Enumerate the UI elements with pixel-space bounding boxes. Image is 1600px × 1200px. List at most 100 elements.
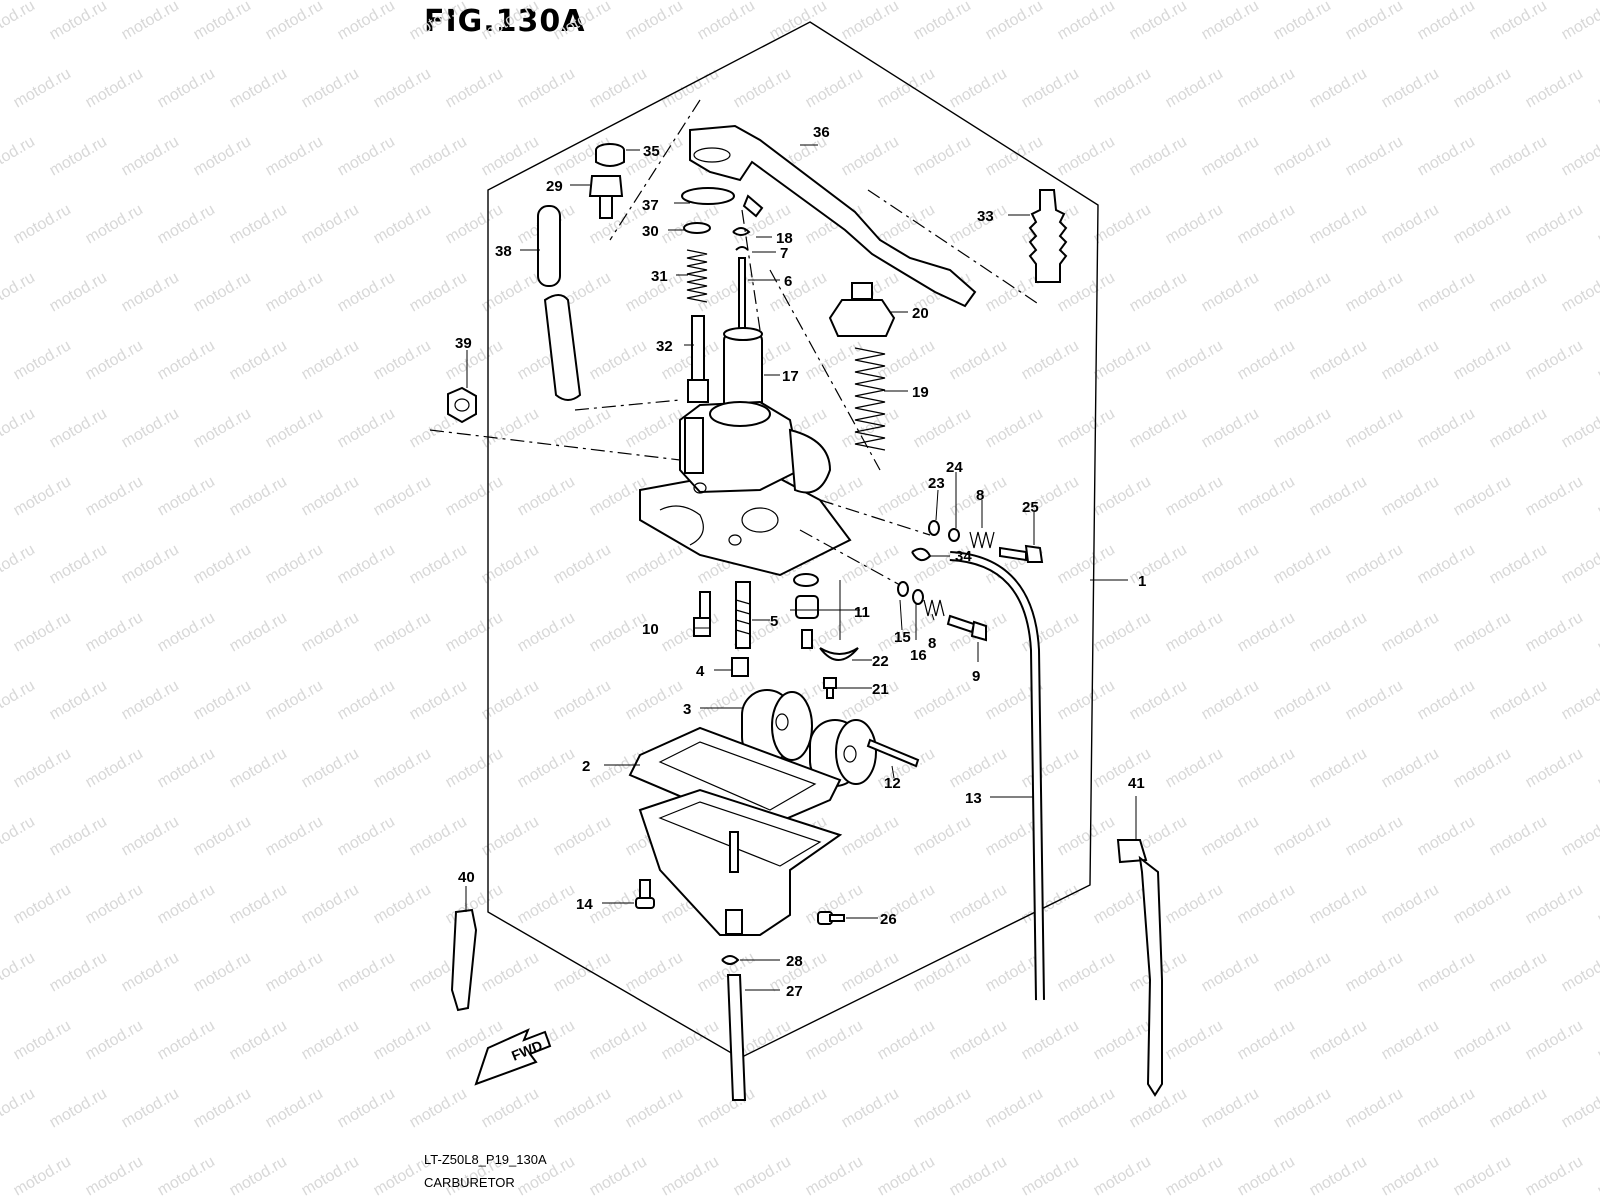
watermark-text: motod.ru (1235, 337, 1298, 383)
part-28-clamp (721, 955, 740, 965)
watermark-text: motod.ru (1523, 745, 1586, 791)
callout-25: 25 (1022, 499, 1039, 516)
watermark-text: motod.ru (227, 1153, 290, 1199)
watermark-text: motod.ru (1127, 133, 1190, 179)
watermark-text: motod.ru (407, 269, 470, 315)
part-19-spring (854, 347, 886, 451)
watermark-text: motod.ru (1343, 133, 1406, 179)
watermark-text: motod.ru (1235, 1153, 1298, 1199)
watermark-text: motod.ru (1163, 337, 1226, 383)
watermark-text: motod.ru (1127, 677, 1190, 723)
watermark-text: motod.ru (1271, 405, 1334, 451)
watermark-text: motod.ru (1379, 201, 1442, 247)
guide-line-cable (867, 189, 1041, 306)
watermark-text: motod.ru (767, 0, 830, 43)
watermark-text: motod.ru (1559, 949, 1600, 995)
watermark-text: motod.ru (875, 1153, 938, 1199)
watermark-text: motod.ru (443, 337, 506, 383)
watermark-text: motod.ru (1127, 405, 1190, 451)
callout-31: 31 (651, 268, 668, 285)
part-2-gasket (628, 726, 842, 832)
watermark-text: motod.ru (587, 1153, 650, 1199)
watermark-text: motod.ru (1307, 609, 1370, 655)
watermark-text: motod.ru (1055, 405, 1118, 451)
part-32-plunger (687, 315, 709, 403)
watermark-text: motod.ru (83, 745, 146, 791)
watermark-text: motod.ru (1595, 473, 1600, 519)
watermark-text: motod.ru (1523, 881, 1586, 927)
watermark-text: motod.ru (515, 745, 578, 791)
callout-14: 14 (576, 896, 593, 913)
watermark-text: motod.ru (263, 405, 326, 451)
watermark-text: motod.ru (1559, 1085, 1600, 1131)
watermark-text: motod.ru (1091, 1017, 1154, 1063)
watermark-text: motod.ru (0, 0, 38, 43)
watermark-text: motod.ru (1487, 269, 1550, 315)
watermark-text: motod.ru (1451, 745, 1514, 791)
watermark-text: motod.ru (227, 473, 290, 519)
watermark-text: motod.ru (623, 1085, 686, 1131)
watermark-text: motod.ru (623, 677, 686, 723)
watermark-text: motod.ru (1235, 609, 1298, 655)
watermark-text: motod.ru (371, 745, 434, 791)
watermark-text: motod.ru (299, 1153, 362, 1199)
part-41-cable-tie (1116, 839, 1163, 1097)
watermark-text: motod.ru (299, 745, 362, 791)
watermark-text: motod.ru (515, 609, 578, 655)
watermark-text: motod.ru (119, 813, 182, 859)
footer-assembly-name: CARBURETOR (424, 1175, 515, 1190)
watermark-text: motod.ru (1343, 405, 1406, 451)
watermark-text: motod.ru (1451, 1017, 1514, 1063)
watermark-text: motod.ru (1055, 677, 1118, 723)
callout-18: 18 (776, 230, 793, 247)
part-8-spring-upper (969, 531, 995, 549)
callout-32: 32 (656, 338, 673, 355)
watermark-text: motod.ru (299, 65, 362, 111)
watermark-text: motod.ru (371, 201, 434, 247)
watermark-text: motod.ru (1163, 745, 1226, 791)
watermark-text: motod.ru (1199, 677, 1262, 723)
watermark-text: motod.ru (335, 677, 398, 723)
watermark-text: motod.ru (83, 473, 146, 519)
watermark-text: motod.ru (443, 201, 506, 247)
watermark-text: motod.ru (263, 813, 326, 859)
watermark-text: motod.ru (335, 1085, 398, 1131)
watermark-text: motod.ru (119, 1085, 182, 1131)
part-3-float (741, 689, 877, 787)
watermark-text: motod.ru (1559, 405, 1600, 451)
watermark-text: motod.ru (0, 949, 38, 995)
watermark-text: motod.ru (1595, 1153, 1600, 1199)
watermark-text: motod.ru (47, 1085, 110, 1131)
watermark-text: motod.ru (1019, 1017, 1082, 1063)
watermark-text: motod.ru (1199, 0, 1262, 43)
callout-21: 21 (872, 681, 889, 698)
watermark-text: motod.ru (1523, 609, 1586, 655)
watermark-text: motod.ru (0, 269, 38, 315)
watermark-text: motod.ru (587, 337, 650, 383)
callout-37: 37 (642, 197, 659, 214)
watermark-text: motod.ru (1091, 65, 1154, 111)
watermark-text: motod.ru (587, 609, 650, 655)
watermark-text: motod.ru (1271, 133, 1334, 179)
watermark-text: motod.ru (1271, 677, 1334, 723)
watermark-text: motod.ru (83, 881, 146, 927)
watermark-text: motod.ru (1415, 541, 1478, 587)
watermark-text: motod.ru (911, 1085, 974, 1131)
callout-16: 16 (910, 647, 927, 664)
part-16-oring (912, 589, 924, 605)
callout-33: 33 (977, 208, 994, 225)
callout-6: 6 (784, 273, 792, 290)
part-4-main-jet (731, 657, 749, 677)
watermark-text: motod.ru (1235, 1017, 1298, 1063)
watermark-text: motod.ru (731, 1153, 794, 1199)
watermark-text: motod.ru (1019, 1153, 1082, 1199)
guide-line-nut (429, 429, 681, 461)
watermark-text: motod.ru (839, 541, 902, 587)
part-24-oring (948, 528, 960, 542)
watermark-text: motod.ru (1559, 813, 1600, 859)
watermark-text: motod.ru (1379, 1017, 1442, 1063)
watermark-text: motod.ru (407, 813, 470, 859)
watermark-text: motod.ru (1163, 1017, 1226, 1063)
part-18-clip (732, 227, 751, 236)
